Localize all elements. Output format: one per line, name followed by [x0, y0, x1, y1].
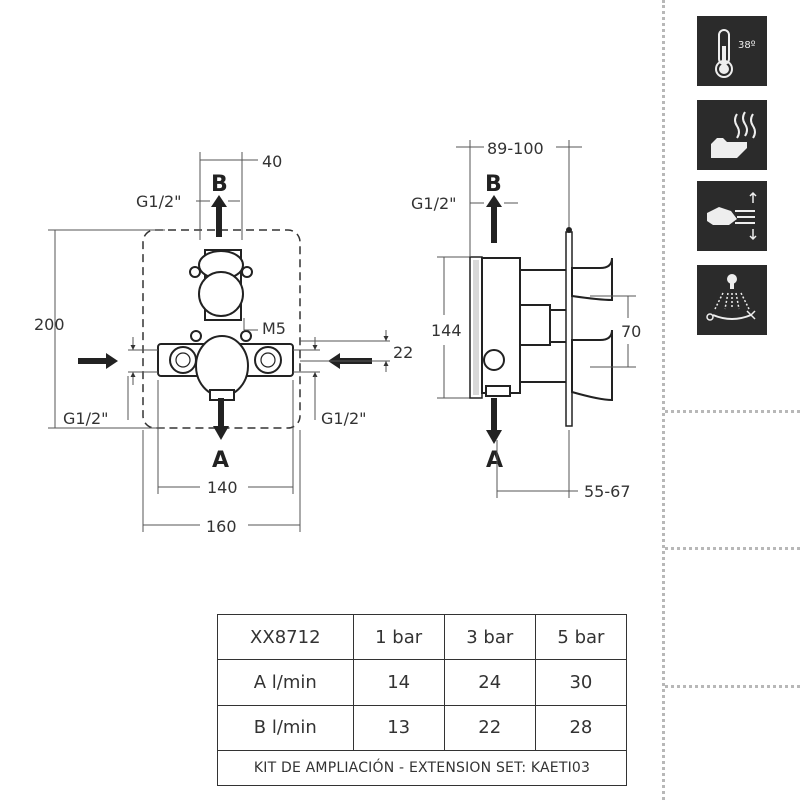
dim-55-67: 55-67 [584, 482, 631, 501]
table-header-row: XX8712 1 bar 3 bar 5 bar [217, 613, 628, 661]
thread-right-label: G1/2" [321, 409, 367, 428]
dim-89-100: 89-100 [487, 139, 544, 158]
table-header-1bar: 1 bar [352, 613, 445, 661]
outlet-b-arrow-icon [211, 195, 227, 207]
table-row: A l/min 14 24 30 [217, 659, 628, 706]
table-cell: 14 [352, 659, 445, 706]
hand-flow-icon [697, 181, 767, 251]
thread-left-label: G1/2" [63, 409, 109, 428]
side-outlet-a-arrow-icon [486, 430, 502, 444]
side-outlet-a-label: A [486, 448, 503, 473]
panel-separator [665, 685, 800, 688]
inlet-left-arrow-icon [106, 353, 118, 369]
table-row: B l/min 13 22 28 [217, 704, 628, 751]
dim-70: 70 [621, 322, 641, 341]
side-outlet-b-label: B [485, 172, 502, 197]
table-cell: 30 [534, 659, 628, 706]
table-cell: 22 [443, 704, 536, 751]
flow-rate-table: XX8712 1 bar 3 bar 5 bar A l/min 14 24 3… [217, 613, 628, 787]
thread-top-label: G1/2" [136, 192, 182, 211]
table-cell: 24 [443, 659, 536, 706]
outlet-a-label: A [212, 448, 229, 473]
panel-separator [665, 547, 800, 550]
table-header-5bar: 5 bar [534, 613, 628, 661]
outlet-a-arrow-icon [213, 426, 229, 440]
row-label-a: A l/min [217, 659, 354, 706]
table-cell: 13 [352, 704, 445, 751]
dim-144: 144 [431, 321, 462, 340]
thermometer-icon: 38º [697, 16, 767, 86]
table-header-model: XX8712 [217, 613, 354, 661]
side-view: 89-100 B G1/2" 144 70 [411, 139, 641, 501]
front-view: 40 B G1/2" 200 M5 [34, 152, 413, 536]
row-label-b: B l/min [217, 704, 354, 751]
hand-heat-icon [697, 100, 767, 170]
dim-200: 200 [34, 315, 65, 334]
dim-22: 22 [393, 343, 413, 362]
panel-separator [665, 410, 800, 413]
dim-160: 160 [206, 517, 237, 536]
extension-kit-note: KIT DE AMPLIACIÓN - EXTENSION SET: KAETI… [217, 749, 627, 787]
bolt-label: M5 [262, 319, 286, 338]
side-thread-top-label: G1/2" [411, 194, 457, 213]
table-cell: 28 [534, 704, 628, 751]
side-outlet-b-arrow-icon [486, 195, 502, 207]
temperature-label: 38º [738, 40, 756, 51]
shower-antiscald-icon [697, 265, 767, 335]
outlet-b-label: B [211, 172, 228, 197]
table-footer-row: KIT DE AMPLIACIÓN - EXTENSION SET: KAETI… [217, 749, 627, 787]
panel-divider [662, 0, 665, 800]
table-header-3bar: 3 bar [443, 613, 536, 661]
dim-40: 40 [262, 152, 282, 171]
dim-140: 140 [207, 478, 238, 497]
